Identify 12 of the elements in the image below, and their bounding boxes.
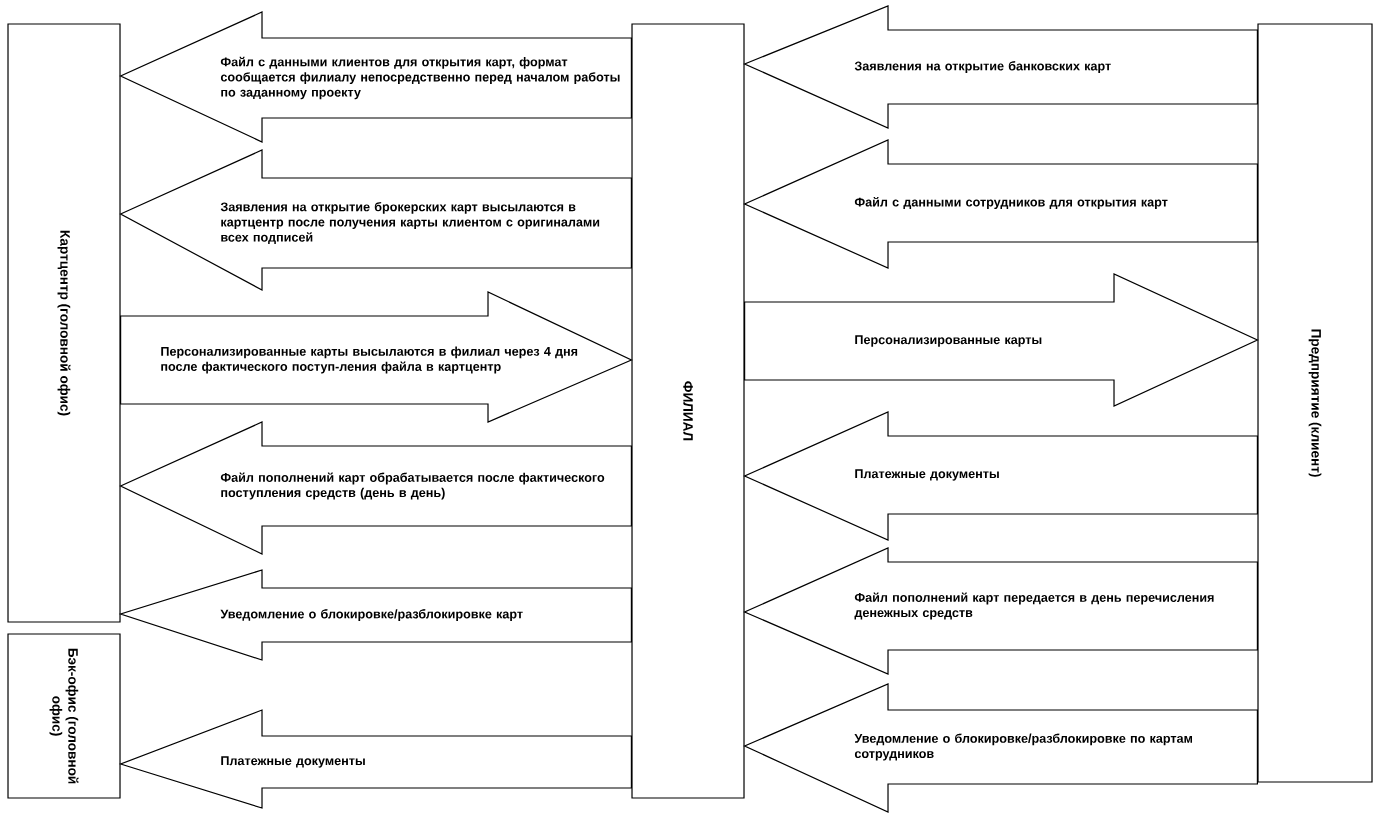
block-arrow <box>119 11 632 143</box>
block-arrow <box>744 273 1259 407</box>
block-arrow <box>743 547 1258 675</box>
block-arrow <box>118 569 632 661</box>
block-arrow <box>119 149 632 291</box>
block-arrow <box>119 421 632 555</box>
block-arrow <box>118 709 632 809</box>
block-arrow <box>743 5 1258 129</box>
block-arrow <box>743 683 1258 813</box>
block-arrow <box>743 411 1258 541</box>
block-arrow <box>743 139 1258 269</box>
block-arrow <box>120 291 633 423</box>
